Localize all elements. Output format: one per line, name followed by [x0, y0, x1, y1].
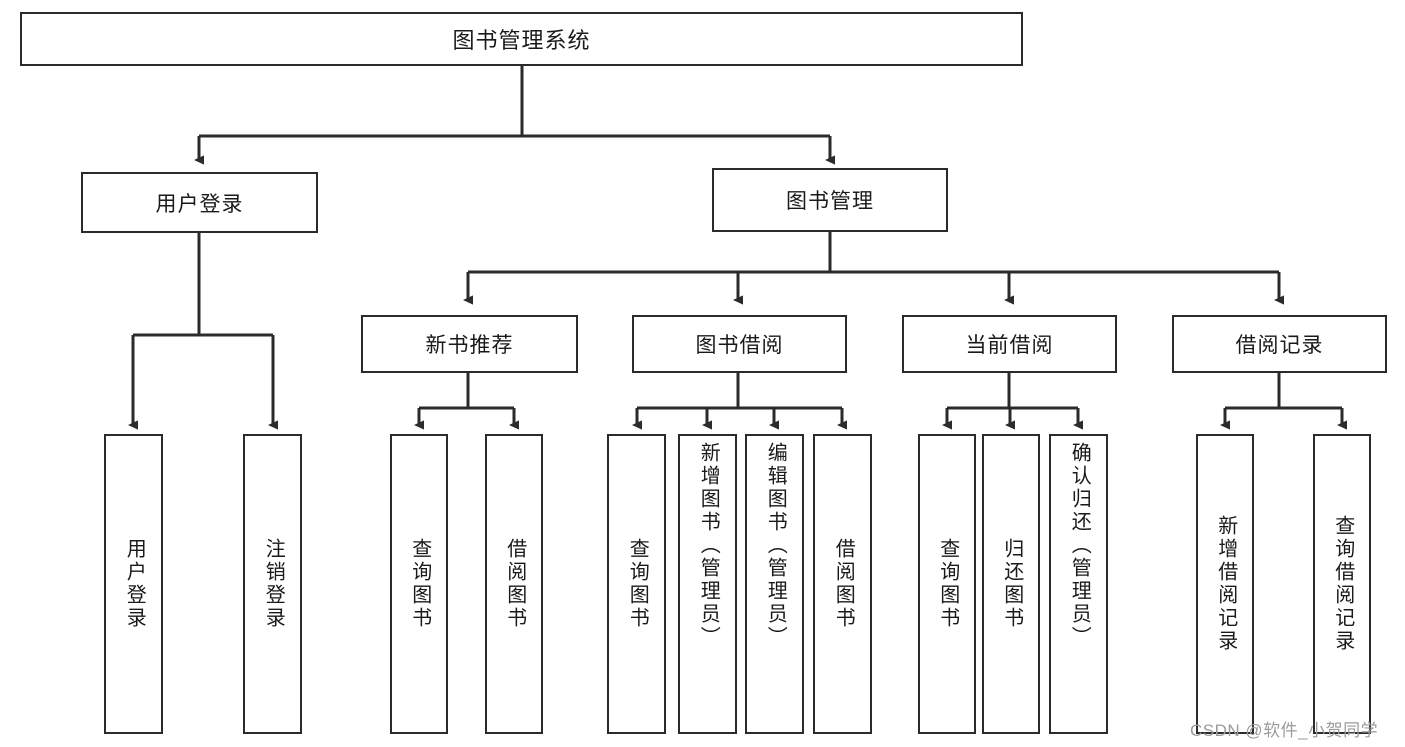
leaf-book-borrow-3-label: 编辑图书（管理员）	[764, 442, 787, 649]
node-current-borrow-label: 当前借阅	[965, 334, 1054, 357]
leaf-book-borrow-1[interactable]: 查询图书	[607, 434, 666, 734]
leaf-user-login-1-label: 用户登录	[123, 538, 146, 630]
leaf-new-book-2-label: 借阅图书	[503, 538, 526, 630]
leaf-current-borrow-1[interactable]: 查询图书	[918, 434, 976, 734]
leaf-user-login-1[interactable]: 用户登录	[104, 434, 163, 734]
leaf-current-borrow-2[interactable]: 归还图书	[982, 434, 1040, 734]
node-new-book-recommend[interactable]: 新书推荐	[361, 315, 578, 373]
leaf-book-borrow-2[interactable]: 新增图书（管理员）	[678, 434, 737, 734]
leaf-new-book-1[interactable]: 查询图书	[390, 434, 448, 734]
leaf-current-borrow-1-label: 查询图书	[936, 538, 959, 630]
leaf-book-borrow-4[interactable]: 借阅图书	[813, 434, 872, 734]
csdn-watermark: CSDN @软件_小贺同学	[1190, 721, 1379, 740]
node-user-login-label: 用户登录	[155, 192, 244, 216]
node-book-borrow-label: 图书借阅	[695, 334, 784, 357]
node-book-manage[interactable]: 图书管理	[712, 168, 948, 232]
leaf-current-borrow-3[interactable]: 确认归还（管理员）	[1049, 434, 1108, 734]
node-new-book-recommend-label: 新书推荐	[425, 334, 514, 357]
leaf-user-login-2-label: 注销登录	[262, 538, 285, 630]
node-user-login[interactable]: 用户登录	[81, 172, 318, 233]
node-current-borrow[interactable]: 当前借阅	[902, 315, 1117, 373]
leaf-book-borrow-2-label: 新增图书（管理员）	[697, 442, 720, 649]
leaf-new-book-1-label: 查询图书	[408, 538, 431, 630]
node-book-borrow[interactable]: 图书借阅	[632, 315, 847, 373]
node-borrow-record-label: 借阅记录	[1235, 334, 1324, 357]
leaf-book-borrow-4-label: 借阅图书	[832, 538, 855, 630]
leaf-borrow-record-2-label: 查询借阅记录	[1331, 515, 1354, 653]
node-borrow-record[interactable]: 借阅记录	[1172, 315, 1387, 373]
leaf-current-borrow-3-label: 确认归还（管理员）	[1068, 442, 1091, 649]
leaf-current-borrow-2-label: 归还图书	[1000, 538, 1023, 630]
leaf-book-borrow-1-label: 查询图书	[626, 538, 649, 630]
node-root[interactable]: 图书管理系统	[20, 12, 1023, 66]
leaf-user-login-2[interactable]: 注销登录	[243, 434, 302, 734]
node-root-label: 图书管理系统	[452, 28, 591, 53]
node-book-manage-label: 图书管理	[786, 190, 874, 213]
leaf-borrow-record-1[interactable]: 新增借阅记录	[1196, 434, 1254, 734]
leaf-borrow-record-2[interactable]: 查询借阅记录	[1313, 434, 1371, 734]
leaf-new-book-2[interactable]: 借阅图书	[485, 434, 543, 734]
leaf-book-borrow-3[interactable]: 编辑图书（管理员）	[745, 434, 804, 734]
leaf-borrow-record-1-label: 新增借阅记录	[1214, 515, 1237, 653]
